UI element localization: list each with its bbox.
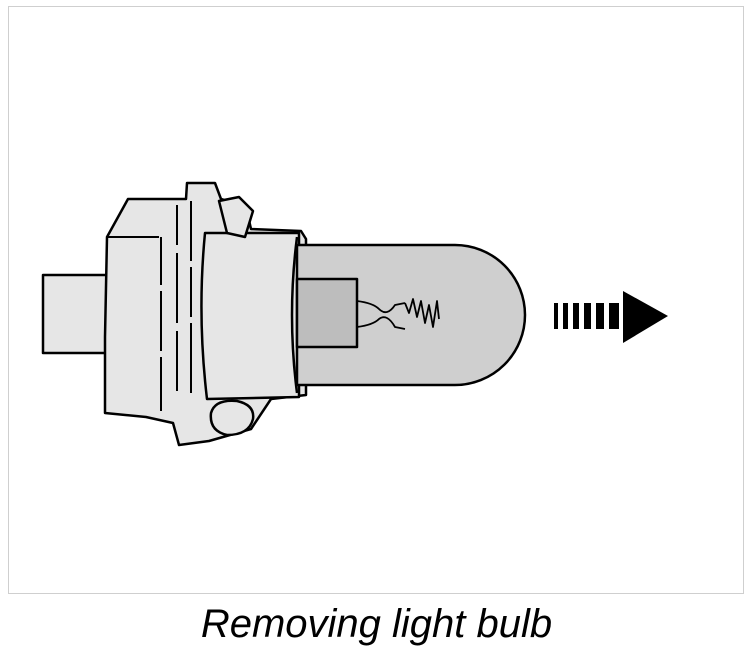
- arrow-dash: [609, 303, 619, 329]
- arrow-dash: [573, 303, 579, 329]
- socket-connector-stub: [41, 273, 109, 355]
- arrow-dash: [584, 303, 591, 329]
- arrow-head: [623, 291, 668, 343]
- bulb-base: [295, 277, 359, 349]
- diagram-frame: [8, 6, 744, 594]
- socket-rim: [290, 236, 299, 394]
- filament-coil: [404, 298, 440, 328]
- filament-lead-bottom: [356, 316, 406, 330]
- dashed-arrow-right-icon: [554, 291, 668, 343]
- bulb-socket-icon: [41, 181, 308, 447]
- arrow-dash: [596, 303, 604, 329]
- socket-collar: [200, 231, 301, 401]
- light-bulb-icon: [290, 236, 527, 394]
- socket-bottom-clip: [209, 399, 255, 437]
- socket-top-tab: [217, 195, 255, 239]
- arrow-dash: [554, 303, 558, 329]
- arrow-dash: [563, 303, 568, 329]
- figure-caption: Removing light bulb: [200, 602, 553, 646]
- filament-lead-top: [356, 300, 406, 314]
- bulb-removal-diagram: [41, 181, 668, 447]
